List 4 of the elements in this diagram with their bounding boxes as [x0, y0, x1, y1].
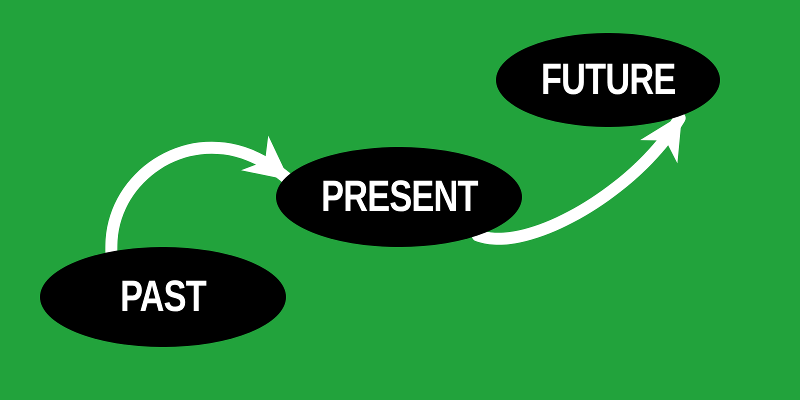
node-label: PRESENT — [320, 172, 478, 222]
curved-arrow — [472, 112, 686, 245]
node-label: PAST — [120, 272, 206, 322]
node-label: FUTURE — [540, 55, 676, 105]
